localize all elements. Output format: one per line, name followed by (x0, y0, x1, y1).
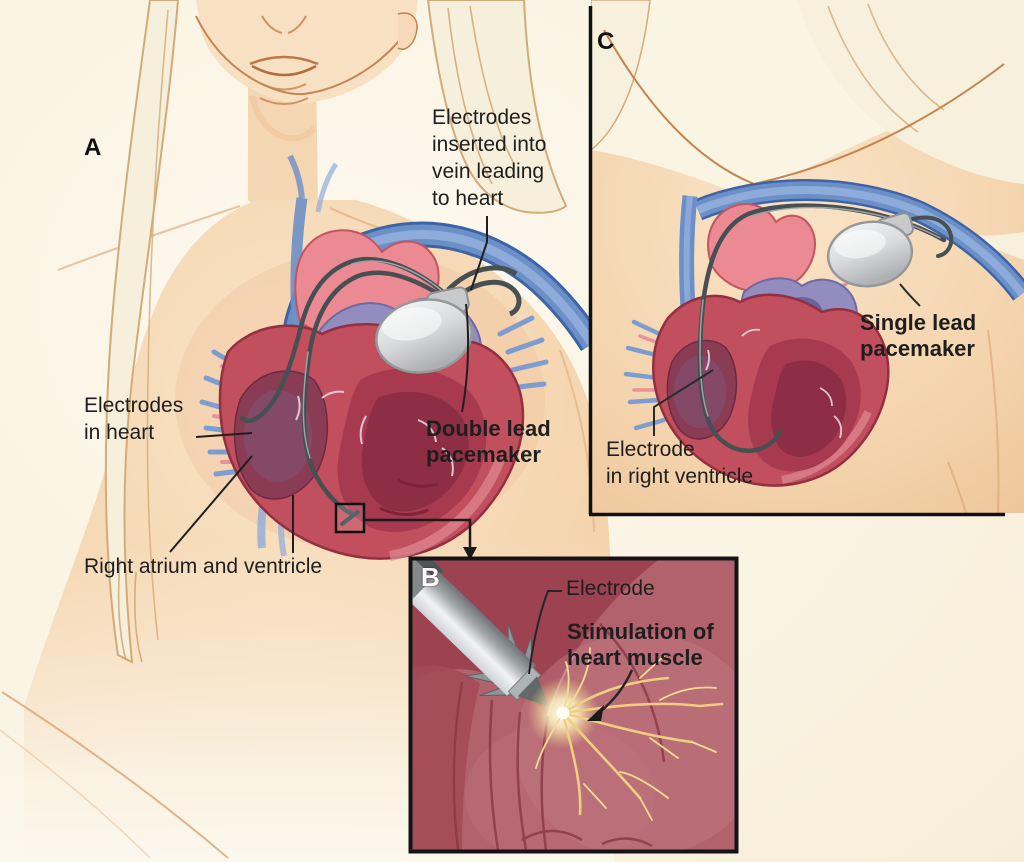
label-electrodes-in-heart: Electrodes in heart (84, 394, 184, 444)
label-right-atrium-ventricle: Right atrium and ventricle (84, 555, 323, 578)
pacemaker-graphic-a (375, 265, 522, 374)
panel-b-box (408, 556, 739, 854)
spark-graphic-b (527, 647, 724, 821)
panel-c-letter: C (597, 28, 615, 55)
panel-a-letter: A (84, 134, 102, 161)
pacemaker-graphic-c (826, 212, 914, 288)
lead-wire-c (697, 203, 954, 453)
label-single-lead-pacemaker: Single lead pacemaker (860, 310, 977, 361)
label-stimulation: Stimulation of heart muscle (567, 619, 714, 670)
label-electrode-right-ventricle: Electrode in right ventricle (606, 438, 754, 488)
arrow-to-panel-b (364, 518, 477, 560)
panel-c-box (588, 0, 1024, 517)
label-double-lead-pacemaker: Double lead pacemaker (426, 416, 551, 467)
hair-a (104, 0, 568, 664)
leader-lines-c (653, 283, 921, 436)
leader-lines-a (169, 216, 488, 553)
lead-wires-a (239, 256, 458, 517)
panel-b-letter: B (421, 562, 440, 592)
inset-marker-square (334, 502, 366, 534)
label-electrode-b: Electrode (566, 577, 655, 600)
label-electrodes-inserted: Electrodes inserted into vein leading to… (432, 106, 547, 210)
